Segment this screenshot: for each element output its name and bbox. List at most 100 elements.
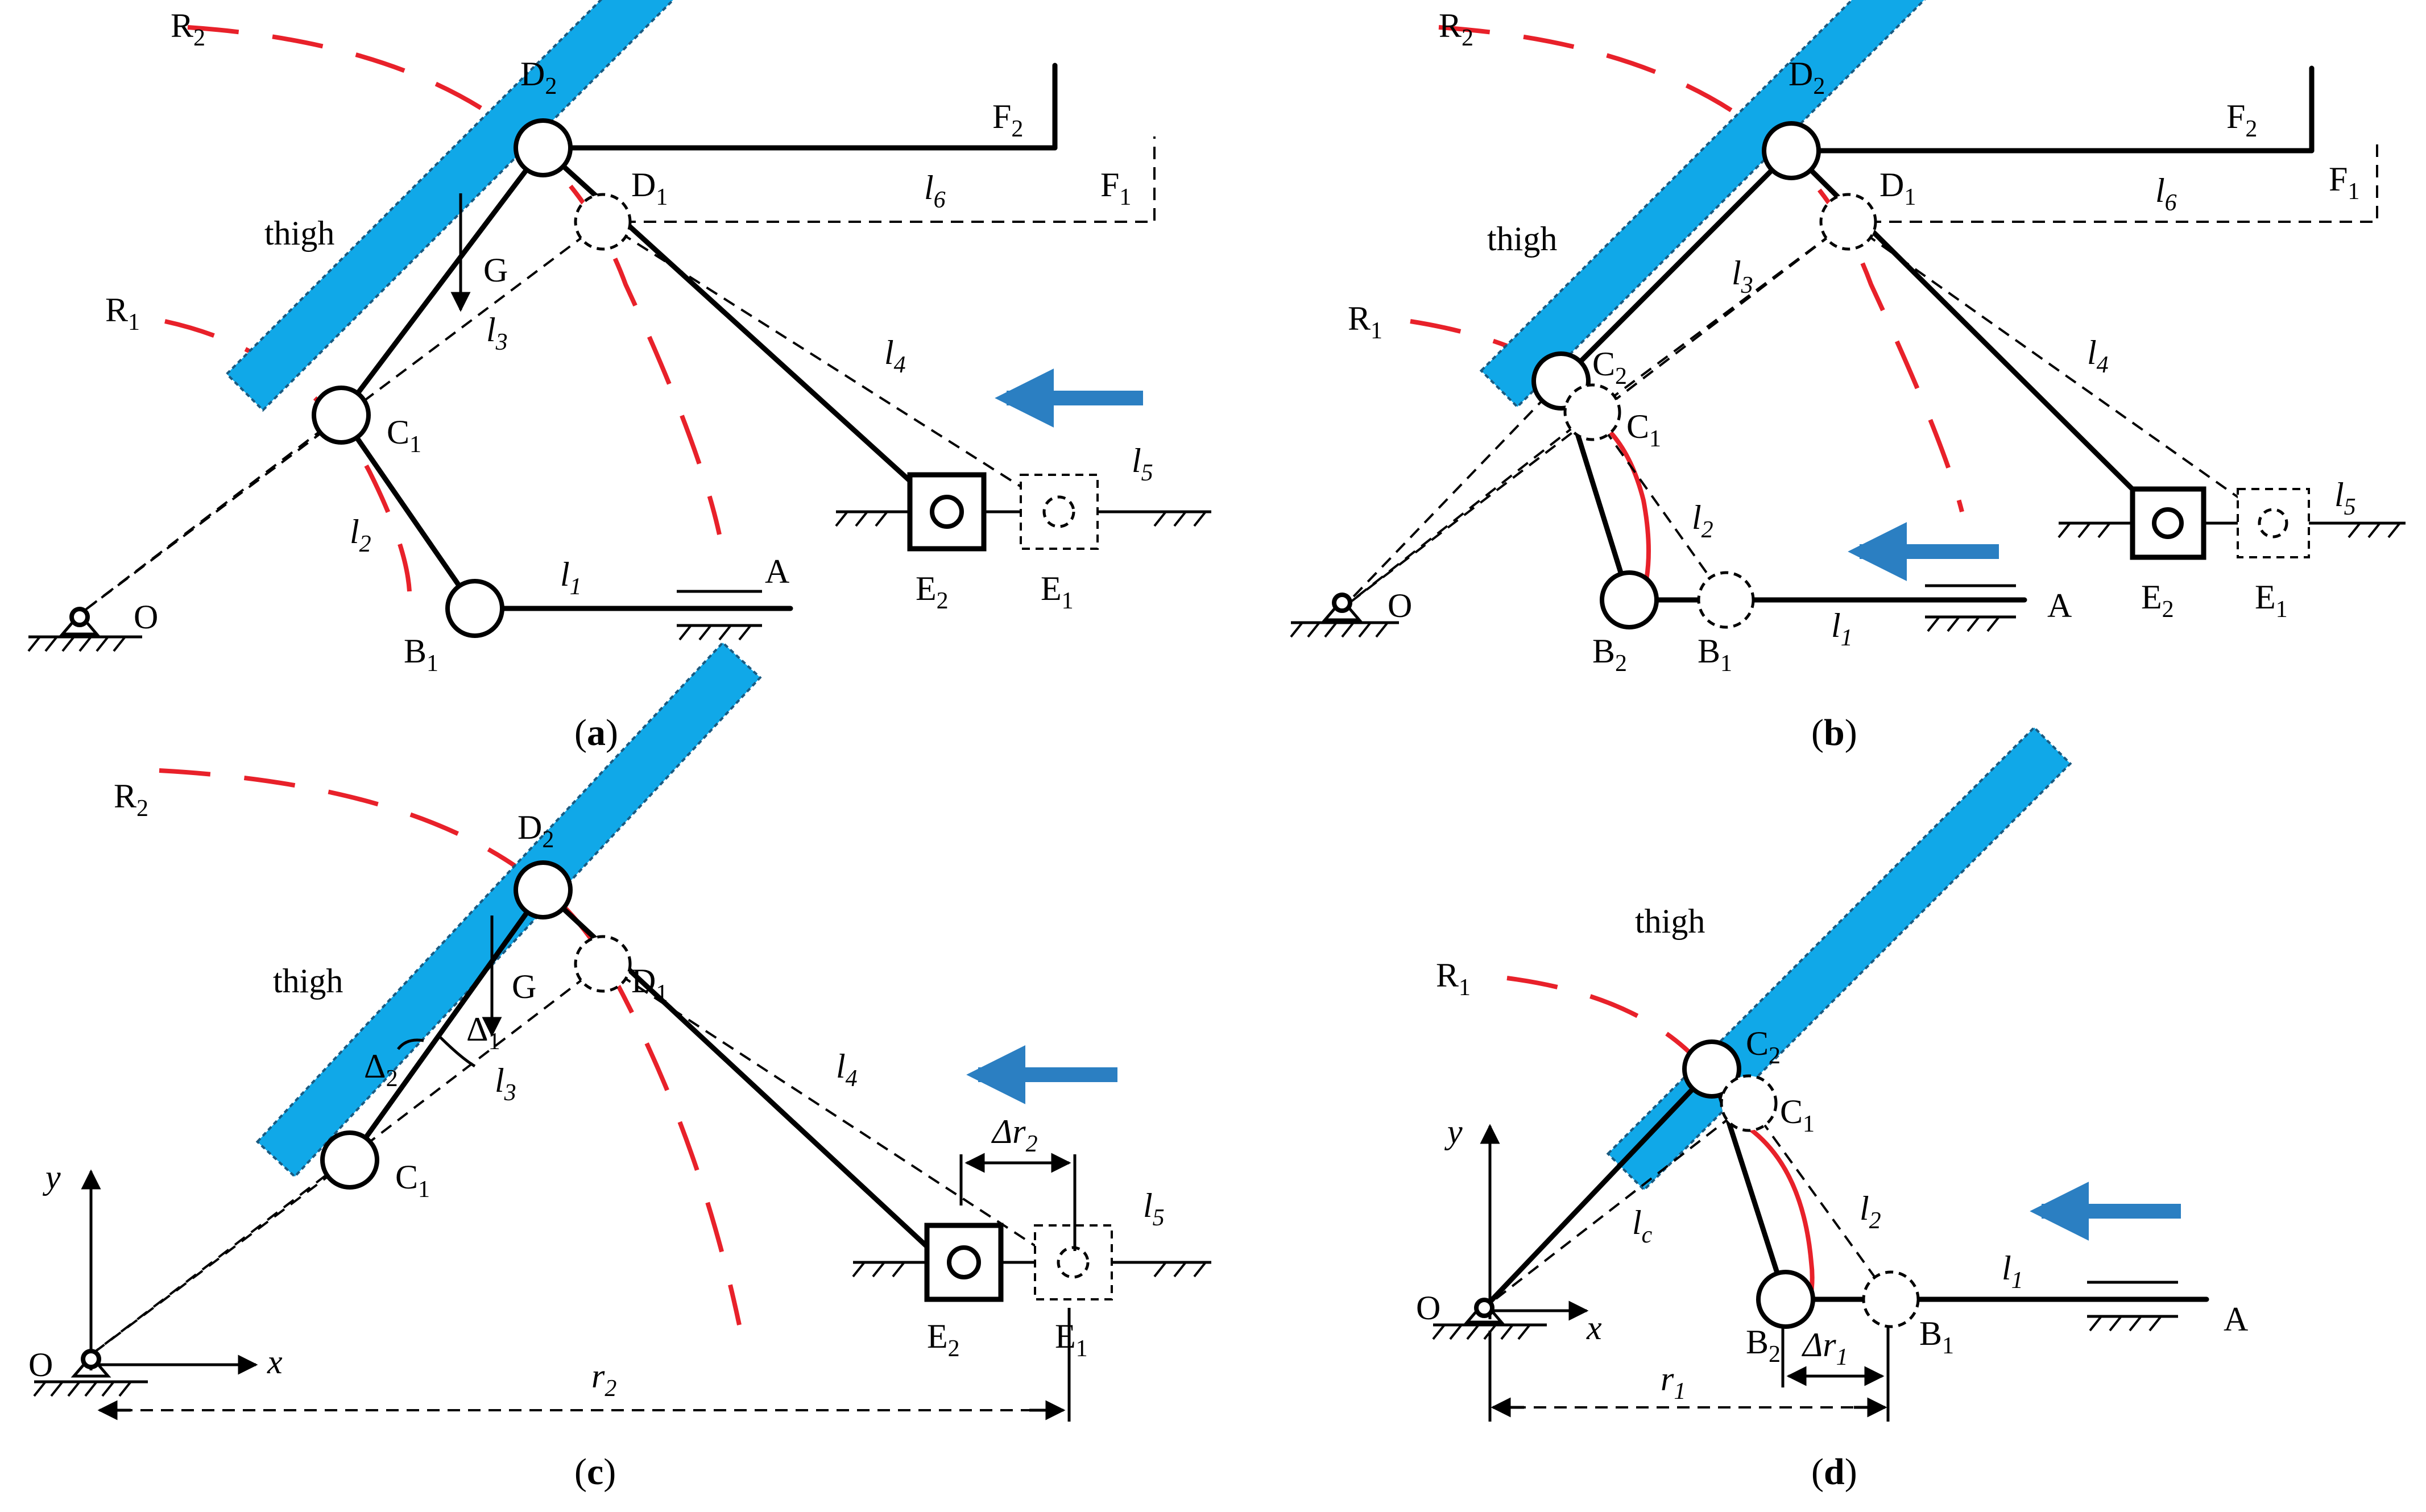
svg-text:B2: B2	[1592, 632, 1627, 677]
joint-b2	[1600, 570, 1659, 629]
svg-text:B1: B1	[1698, 632, 1732, 677]
svg-text:l4: l4	[836, 1047, 858, 1092]
svg-text:F2: F2	[992, 98, 1023, 142]
svg-text:l2: l2	[350, 513, 371, 557]
svg-text:A: A	[2047, 587, 2072, 624]
svg-text:D2: D2	[1789, 55, 1825, 100]
arc-r1	[1506, 976, 1702, 1065]
svg-text:Δr2: Δr2	[991, 1113, 1038, 1157]
svg-text:Δr1: Δr1	[1802, 1326, 1848, 1370]
svg-text:l3: l3	[486, 311, 508, 355]
svg-text:R2: R2	[114, 777, 148, 822]
svg-text:E1: E1	[1055, 1318, 1088, 1362]
joint-d2	[514, 860, 573, 919]
svg-text:B1: B1	[1919, 1315, 1954, 1359]
svg-text:C2: C2	[1746, 1025, 1781, 1069]
joint-d1	[574, 935, 632, 993]
svg-text:r1: r1	[1661, 1360, 1686, 1405]
svg-text:O: O	[28, 1346, 53, 1383]
svg-text:O: O	[1416, 1289, 1440, 1327]
joint-c1	[320, 1130, 379, 1190]
thigh-label: thigh	[264, 214, 334, 252]
svg-text:D1: D1	[631, 962, 668, 1006]
svg-text:l1: l1	[1831, 607, 1853, 651]
svg-text:l6: l6	[2155, 172, 2177, 216]
svg-text:R1: R1	[1348, 300, 1382, 344]
joint-b1	[1862, 1270, 1920, 1328]
svg-text:y: y	[1444, 1113, 1463, 1150]
svg-text:D2: D2	[520, 55, 557, 100]
svg-text:l6: l6	[924, 169, 946, 213]
svg-text:l1: l1	[560, 556, 582, 600]
thigh-bar	[255, 641, 762, 1179]
svg-text:D1: D1	[631, 166, 668, 210]
svg-text:O: O	[1388, 587, 1412, 624]
panel-d: thigh R1 C2 C1 y lc l2 l1 O x A B2 Δr1 B…	[1416, 726, 2248, 1493]
svg-text:B2: B2	[1746, 1323, 1781, 1368]
panel-b: R2 D2 F2 D1 l6 F1 thigh l3 R1 C2 C1 l4 l…	[1290, 0, 2406, 753]
joint-b2	[1756, 1270, 1815, 1329]
svg-text:l3: l3	[1732, 254, 1753, 299]
svg-text:A: A	[765, 553, 789, 590]
svg-text:E1: E1	[1041, 570, 1074, 614]
joint-d2	[1762, 121, 1821, 180]
joint-c2	[1682, 1039, 1741, 1099]
caption-d: (d)	[1811, 1451, 1857, 1493]
svg-text:F1: F1	[1100, 166, 1131, 210]
joint-c1	[312, 386, 371, 445]
svg-text:R2: R2	[1439, 7, 1473, 51]
caption-c: (c)	[574, 1451, 616, 1493]
svg-text:C1: C1	[1780, 1093, 1815, 1137]
svg-text:C2: C2	[1592, 345, 1627, 390]
joint-d1	[574, 193, 632, 251]
joint-b1	[1697, 571, 1755, 629]
svg-text:A: A	[2224, 1300, 2248, 1338]
svg-text:E2: E2	[916, 570, 949, 614]
svg-text:F1: F1	[2329, 160, 2359, 205]
svg-text:C1: C1	[395, 1158, 430, 1203]
svg-text:G: G	[483, 251, 508, 289]
svg-text:Δ1: Δ1	[466, 1010, 500, 1055]
arc-r2	[1438, 25, 1964, 512]
thigh-bar	[1606, 726, 2072, 1192]
thigh-label: thigh	[1635, 902, 1705, 940]
svg-text:E1: E1	[2255, 578, 2288, 623]
svg-text:l5: l5	[1143, 1187, 1165, 1231]
panel-c: R2 D2 D1 thigh G Δ1 Δ2 l3 l4 Δr2 C1 y l5…	[28, 641, 1211, 1493]
svg-text:l4: l4	[2087, 334, 2109, 378]
svg-text:lc: lc	[1632, 1204, 1653, 1248]
joint-c1	[1563, 383, 1621, 441]
svg-text:r2: r2	[591, 1357, 616, 1402]
joint-c1	[1720, 1074, 1778, 1132]
joint-b1	[445, 579, 504, 638]
joint-d2	[514, 118, 573, 177]
svg-text:y: y	[42, 1158, 61, 1196]
arc-r2	[159, 768, 742, 1325]
svg-text:C1: C1	[1626, 408, 1661, 452]
svg-text:E2: E2	[927, 1318, 960, 1362]
thigh-label: thigh	[273, 962, 343, 1000]
svg-text:l1: l1	[2002, 1249, 2023, 1294]
svg-text:D1: D1	[1879, 166, 1916, 210]
svg-text:R1: R1	[105, 291, 140, 335]
svg-text:l5: l5	[2334, 476, 2356, 520]
svg-text:E2: E2	[2141, 578, 2174, 623]
arc-r2	[187, 25, 722, 535]
svg-text:G: G	[512, 968, 536, 1005]
svg-text:O: O	[134, 598, 158, 636]
svg-text:l3: l3	[495, 1062, 516, 1106]
arc-r1	[164, 319, 412, 592]
svg-text:l2: l2	[1692, 499, 1713, 543]
svg-text:x: x	[267, 1343, 283, 1381]
svg-text:l2: l2	[1860, 1190, 1881, 1234]
caption-a: (a)	[574, 712, 618, 753]
svg-text:C1: C1	[387, 413, 421, 458]
thigh-label: thigh	[1487, 220, 1557, 258]
slider-e1	[1020, 474, 1099, 550]
caption-b: (b)	[1811, 712, 1857, 753]
svg-text:B1: B1	[404, 632, 438, 677]
svg-text:x: x	[1586, 1309, 1602, 1347]
svg-text:l5: l5	[1132, 442, 1153, 486]
svg-text:F2: F2	[2226, 98, 2257, 142]
